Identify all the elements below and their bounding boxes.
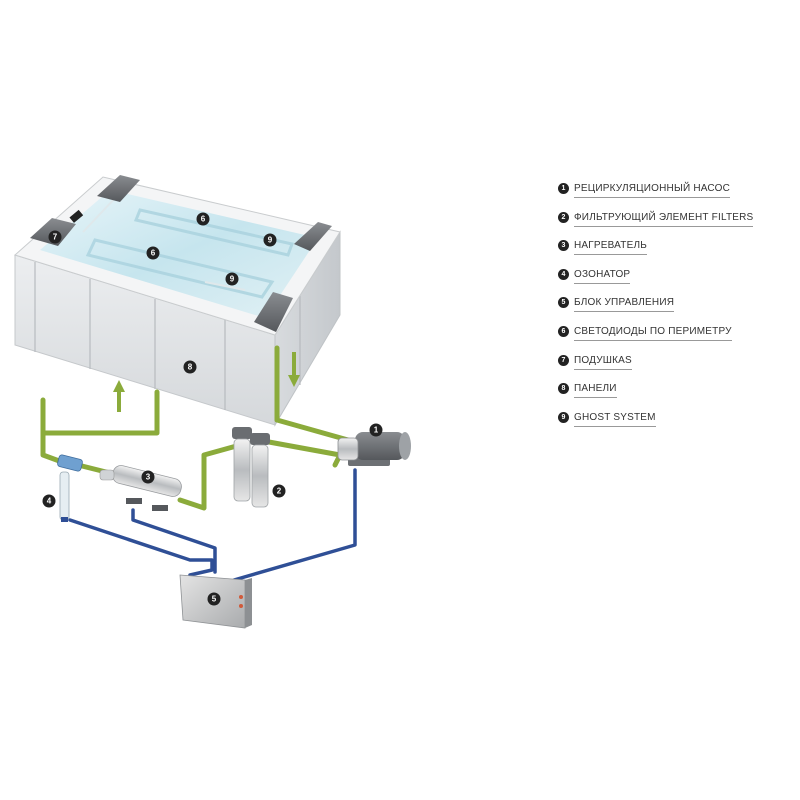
legend-label: НАГРЕВАТЕЛЬ — [574, 239, 647, 256]
filter-cap — [250, 433, 270, 445]
marker-heater: 3 — [141, 470, 155, 484]
legend-item: 2 ФИЛЬТРУЮЩИЙ ЭЛЕМЕНТ FILTERS — [558, 211, 788, 240]
legend-number-badge: 9 — [558, 411, 569, 423]
electric-cables — [68, 468, 357, 584]
filter-cartridge — [251, 444, 269, 508]
cable-heater — [131, 508, 217, 574]
legend-number-badge: 6 — [558, 325, 569, 337]
flow-arrows — [113, 352, 300, 412]
marker-number: 5 — [212, 595, 217, 604]
heater-coupler — [99, 469, 115, 481]
legend-item: 9 GHOST SYSTEM — [558, 411, 788, 440]
flow-arrow-up — [113, 380, 125, 412]
filter-cartridge — [233, 438, 251, 502]
heater — [99, 465, 182, 511]
pillow — [294, 222, 332, 251]
marker-number: 1 — [374, 426, 379, 435]
legend-item: 3 НАГРЕВАТЕЛЬ — [558, 239, 788, 268]
pillow — [254, 292, 293, 332]
ozonator-cap — [61, 517, 68, 522]
marker-led-a: 6 — [196, 212, 210, 226]
tub-inner-seats — [85, 208, 294, 299]
marker-led-b: 6 — [146, 246, 160, 260]
component-markers: 1 2 3 4 5 — [42, 423, 383, 606]
pipe-return — [40, 389, 160, 465]
filter-cap — [232, 427, 252, 439]
legend-label: ПАНЕЛИ — [574, 382, 617, 399]
legend-number-badge: 4 — [558, 268, 569, 280]
bathtub — [14, 175, 341, 427]
marker-number: 4 — [47, 497, 52, 506]
marker-panel: 8 — [183, 360, 197, 374]
ozonator-body — [59, 471, 70, 521]
heater-stand — [126, 498, 142, 504]
legend-item: 4 ОЗОНАТОР — [558, 268, 788, 297]
legend-item: 8 ПАНЕЛИ — [558, 382, 788, 411]
marker-filters: 2 — [272, 484, 286, 498]
marker-control: 5 — [207, 592, 221, 606]
marker-number: 6 — [151, 249, 156, 258]
cable-ozonator — [68, 518, 214, 577]
tub-inner-steps — [82, 194, 246, 291]
legend-number-badge: 3 — [558, 240, 569, 252]
marker-pillow: 7 — [48, 230, 62, 244]
marker-number: 8 — [188, 363, 193, 372]
legend-number-badge: 7 — [558, 354, 569, 366]
legend-label: БЛОК УПРАВЛЕНИЯ — [574, 296, 675, 313]
heater-stand — [152, 505, 168, 511]
pipe-filter-pump — [255, 437, 343, 468]
marker-number: 3 — [146, 473, 151, 482]
marker-ghost-b: 9 — [225, 272, 239, 286]
legend-item: 7 ПОДУШКАS — [558, 354, 788, 383]
legend-item: 6 СВЕТОДИОДЫ ПО ПЕРИМЕТРУ — [558, 325, 788, 354]
tub-water — [40, 190, 318, 318]
marker-number: 9 — [230, 275, 235, 284]
legend: 1 РЕЦИРКУЛЯЦИОННЫЙ НАСОС 2 ФИЛЬТРУЮЩИЙ Э… — [558, 182, 788, 439]
tub-control-tab — [69, 209, 84, 223]
legend-label: ПОДУШКАS — [574, 354, 632, 370]
control-box-side — [245, 578, 252, 628]
legend-label: РЕЦИРКУЛЯЦИОННЫЙ НАСОС — [574, 182, 731, 198]
ozonator-valve — [57, 454, 83, 472]
control-connector — [239, 595, 243, 599]
marker-ghost-a: 9 — [263, 233, 277, 247]
pillow — [97, 175, 140, 202]
legend-number-badge: 5 — [558, 297, 569, 309]
pipe-heater-filter — [177, 442, 243, 511]
marker-number: 9 — [268, 236, 273, 245]
marker-number: 6 — [201, 215, 206, 224]
legend-number-badge: 1 — [558, 183, 569, 194]
marker-pump: 1 — [369, 423, 383, 437]
pump-end-cap — [399, 432, 411, 460]
marker-ozonator: 4 — [42, 494, 56, 508]
flow-arrow-down — [288, 352, 300, 387]
pump-motor — [355, 432, 405, 460]
legend-label: ФИЛЬТРУЮЩИЙ ЭЛЕМЕНТ FILTERS — [574, 211, 754, 227]
tub-markers: 6 6 9 9 7 8 — [48, 212, 277, 374]
legend-number-badge: 2 — [558, 211, 569, 223]
tub-panel-seams — [34, 262, 301, 410]
filter-elements — [232, 427, 270, 508]
marker-number: 7 — [53, 233, 58, 242]
legend-label: GHOST SYSTEM — [574, 411, 656, 427]
recirculation-pump — [337, 432, 411, 466]
control-connector — [239, 604, 243, 608]
legend-item: 1 РЕЦИРКУЛЯЦИОННЫЙ НАСОС — [558, 182, 788, 211]
legend-label: СВЕТОДИОДЫ ПО ПЕРИМЕТРУ — [574, 325, 732, 341]
pump-head — [337, 437, 359, 461]
legend-item: 5 БЛОК УПРАВЛЕНИЯ — [558, 296, 788, 325]
pipe-intake — [274, 345, 351, 443]
legend-label: ОЗОНАТОР — [574, 268, 631, 284]
marker-number: 2 — [277, 487, 282, 496]
ozonator — [57, 454, 83, 522]
legend-number-badge: 8 — [558, 383, 569, 395]
